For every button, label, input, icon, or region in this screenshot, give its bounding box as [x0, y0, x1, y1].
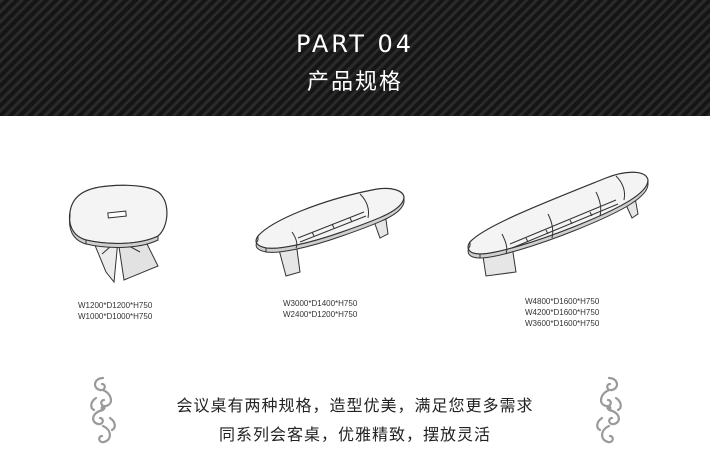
square-table-sizes: W1200*D1200*H750 W1000*D1000*H750 — [78, 300, 152, 322]
medium-table-sizes: W3000*D1400*H750 W2400*D1200*H750 — [283, 298, 357, 320]
size-label: W1000*D1000*H750 — [78, 312, 153, 321]
size-label: W4800*D1600*H750 — [525, 297, 600, 306]
size-label: W2400*D1200*H750 — [283, 310, 358, 319]
size-label: W1200*D1200*H750 — [78, 301, 153, 310]
right-ornament-icon — [590, 374, 628, 450]
size-label: W3000*D1400*H750 — [283, 299, 358, 308]
medium-table-illustration — [252, 176, 412, 286]
header-banner: PART 04 产品规格 — [0, 0, 710, 116]
large-table-sizes: W4800*D1600*H750 W4200*D1600*H750 W3600*… — [525, 296, 599, 329]
size-label: W3600*D1600*H750 — [525, 319, 600, 328]
square-table-illustration — [62, 182, 172, 292]
description-line-2: 同系列会客桌，优雅精致，摆放灵活 — [218, 425, 491, 444]
left-ornament-icon — [84, 374, 122, 450]
size-label: W4200*D1600*H750 — [525, 308, 600, 317]
large-table-illustration — [466, 162, 656, 286]
description-line-1: 会议桌有两种规格，造型优美，满足您更多需求 — [176, 396, 534, 415]
section-title: PART 04 — [295, 30, 415, 58]
section-subtitle: 产品规格 — [306, 70, 403, 95]
